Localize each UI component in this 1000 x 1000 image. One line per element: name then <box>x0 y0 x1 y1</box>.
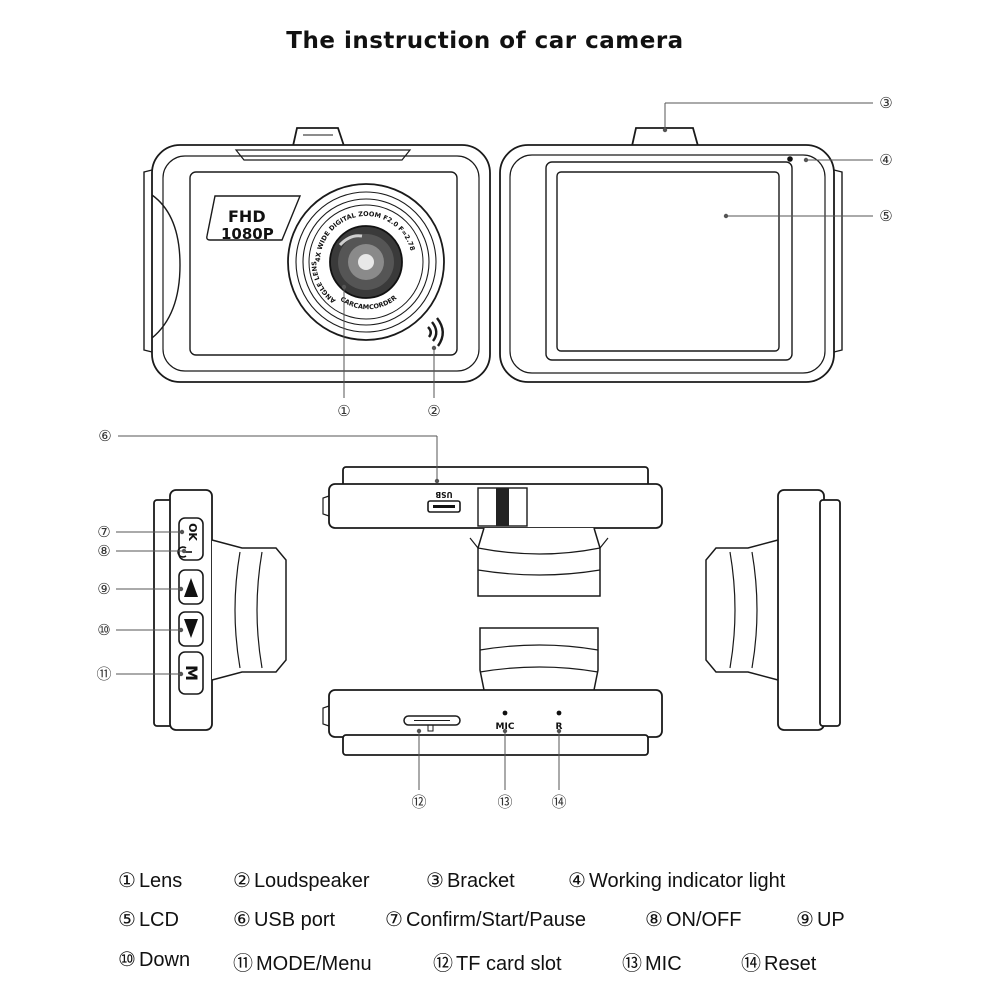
reset-label: R <box>556 722 563 732</box>
right-side-body <box>777 489 825 731</box>
mic-label: MIC <box>496 722 515 732</box>
mode-button-label: M <box>182 665 201 681</box>
down-arrow-icon <box>184 619 198 638</box>
reset-hole <box>556 710 562 716</box>
leader-lines <box>116 102 873 790</box>
callout-10: ⑩ <box>97 621 110 639</box>
usb-port <box>427 500 461 513</box>
lcd-screen <box>556 171 780 352</box>
callout-numbers: ① ② ③ ④ ⑤ ⑥ ⑦ ⑧ ⑨ ⑩ ⑪ ⑫ ⑬ ⑭ <box>96 94 892 811</box>
callout-5: ⑤ <box>879 207 892 225</box>
callout-1: ① <box>337 402 350 420</box>
callout-9: ⑨ <box>97 580 110 598</box>
ok-button-label: OK <box>186 523 199 541</box>
callout-11: ⑪ <box>96 665 111 683</box>
fhd-badge-line2: 1080P <box>221 225 274 243</box>
mode-button <box>178 651 204 695</box>
front-view <box>143 127 491 383</box>
loudspeaker-icon <box>427 317 444 347</box>
callout-3: ③ <box>879 94 892 112</box>
front-panel <box>189 171 458 356</box>
callout-7: ⑦ <box>97 523 110 541</box>
bottom-view <box>322 627 663 756</box>
callout-14: ⑭ <box>551 793 566 811</box>
back-body <box>499 144 835 383</box>
usb-label: USB <box>435 490 452 499</box>
front-left-grip <box>151 194 181 339</box>
up-arrow-icon <box>184 578 198 597</box>
callout-8: ⑧ <box>97 542 110 560</box>
fhd-badge-line1: FHD <box>228 207 266 226</box>
right-side-view <box>705 489 841 731</box>
top-view <box>322 466 663 597</box>
back-view <box>499 127 843 383</box>
back-screen-frame <box>545 161 793 361</box>
callout-4: ④ <box>879 151 892 169</box>
left-side-view <box>153 489 287 731</box>
callout-6: ⑥ <box>98 427 111 445</box>
callout-2: ② <box>427 402 440 420</box>
indicator-light <box>787 156 793 162</box>
diagram-title: The instruction of car camera <box>286 28 684 54</box>
callout-12: ⑫ <box>411 793 426 811</box>
front-bracket-tab <box>292 127 345 147</box>
mic-hole <box>502 710 508 716</box>
fhd-badge <box>206 195 302 241</box>
callout-13: ⑬ <box>497 793 512 811</box>
